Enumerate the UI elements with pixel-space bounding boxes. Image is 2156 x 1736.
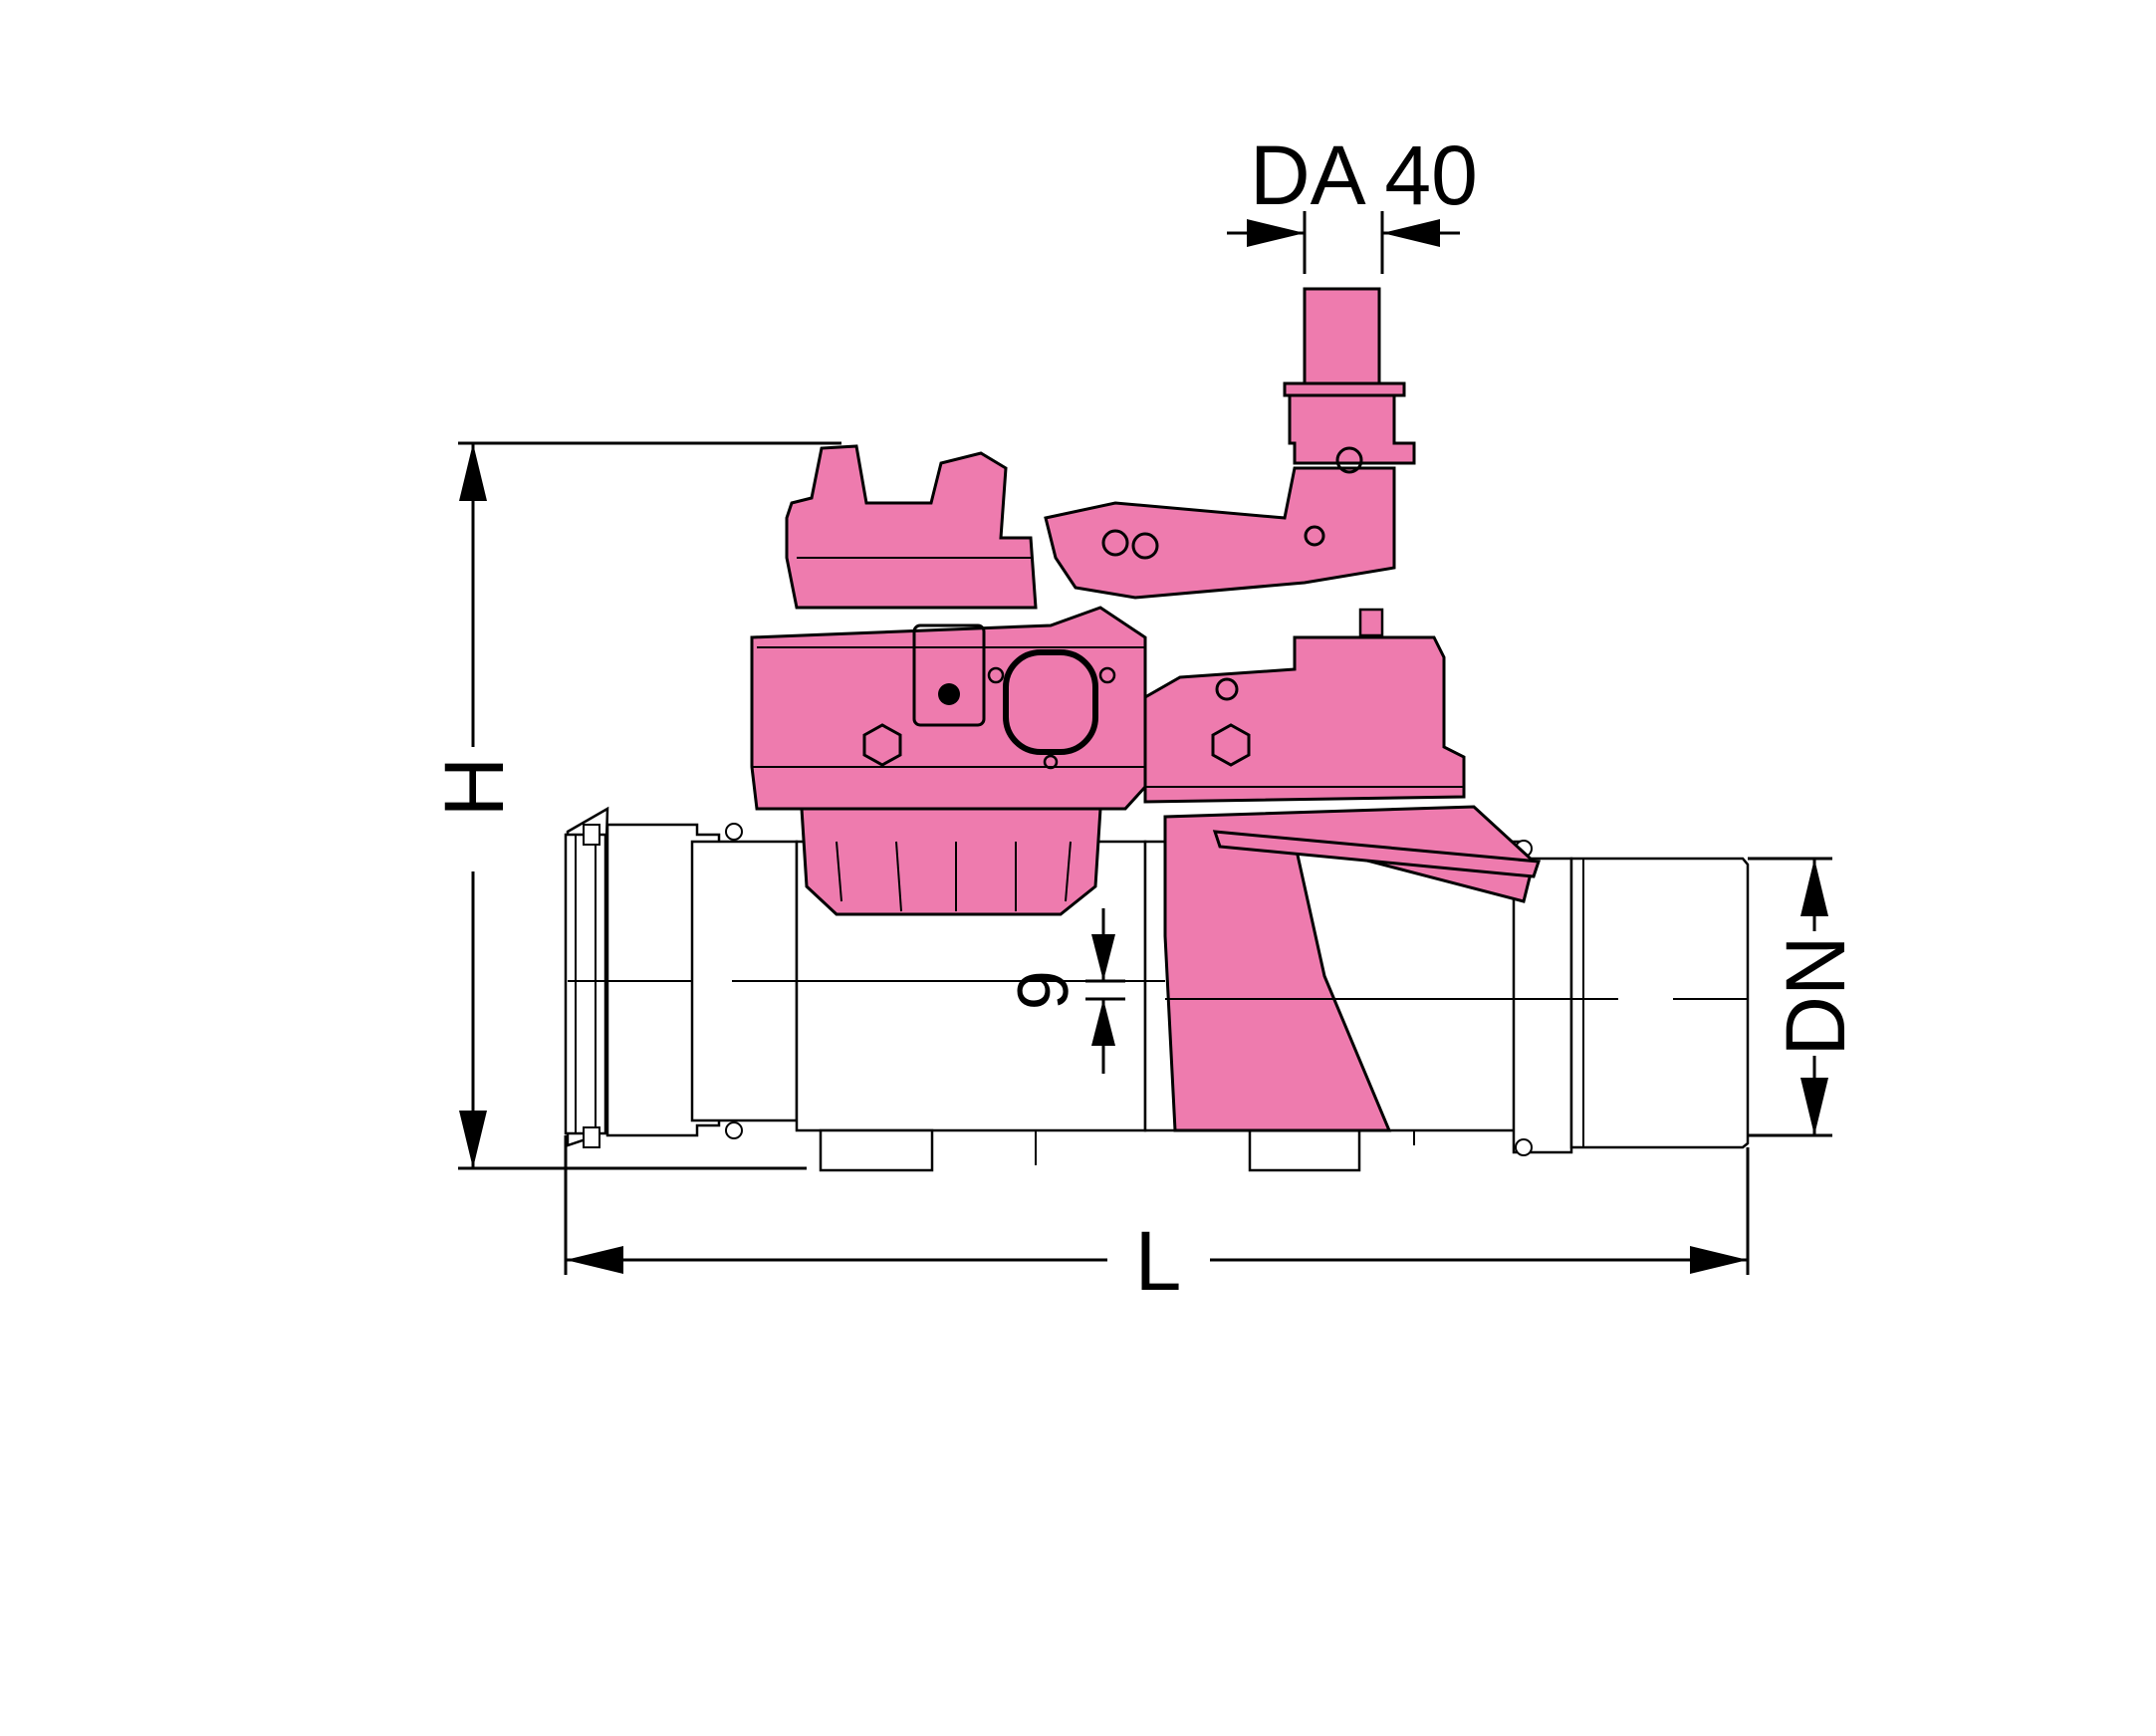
dimension-da: DA 40	[1227, 128, 1478, 274]
dimension-length: L	[564, 1135, 1750, 1308]
dimension-nominal-diameter: DN	[1748, 857, 1862, 1137]
dimension-offset-label: 6	[1002, 970, 1081, 1010]
housing-details	[752, 446, 1464, 912]
dimension-nominal-diameter-label: DN	[1769, 935, 1862, 1056]
dimension-da-label: DA 40	[1250, 128, 1478, 222]
dimension-length-label: L	[1135, 1214, 1182, 1308]
pipe-body	[564, 806, 1750, 1172]
dimension-offset: 6	[1002, 908, 1125, 1074]
dimension-height: H	[427, 441, 841, 1170]
dimension-height-label: H	[427, 757, 521, 818]
